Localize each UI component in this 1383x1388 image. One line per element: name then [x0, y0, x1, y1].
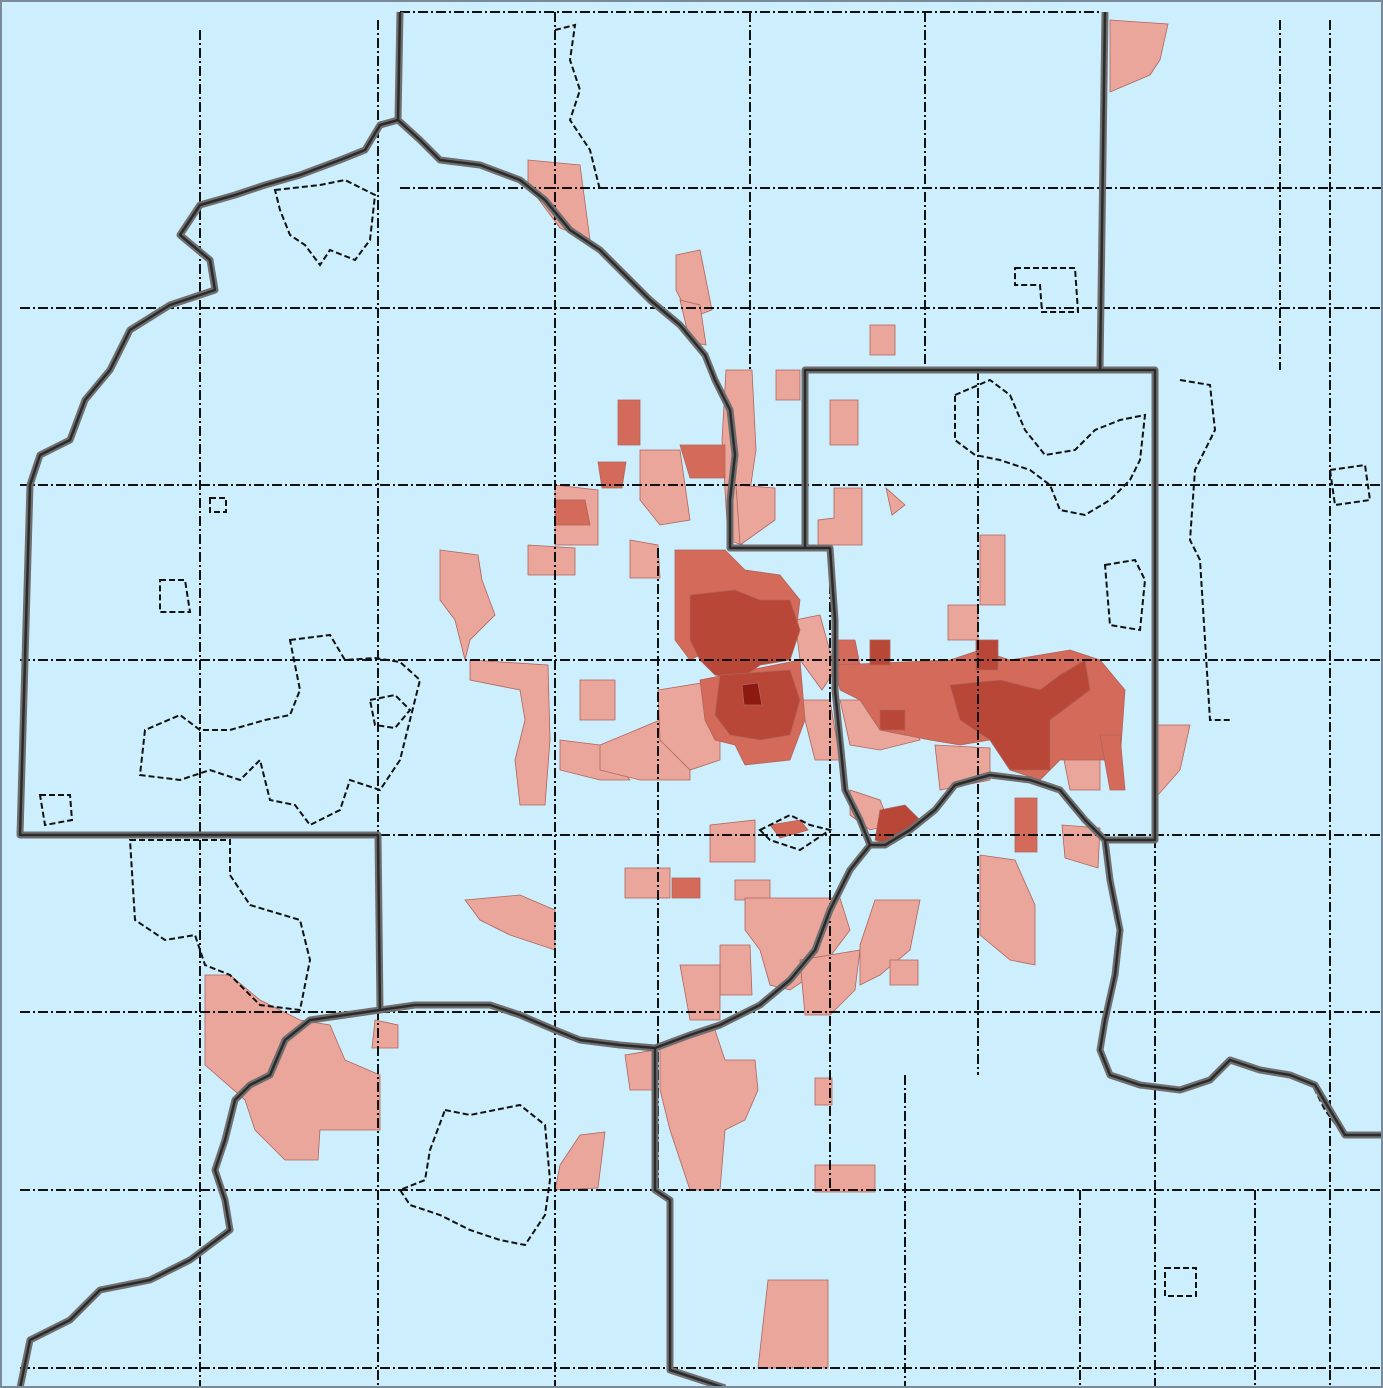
tract [679, 444, 726, 479]
tract [469, 659, 551, 806]
tracts-class-4 [741, 682, 763, 706]
tract [979, 534, 1006, 606]
tract [979, 854, 1036, 966]
tract [639, 449, 691, 526]
tract [869, 639, 891, 666]
tract [879, 709, 906, 731]
tract [885, 486, 906, 516]
tract [775, 369, 801, 401]
tract [1014, 797, 1038, 853]
tract [741, 682, 763, 706]
tract [794, 614, 836, 691]
tract [527, 544, 576, 576]
tract [679, 964, 721, 1021]
tract [719, 944, 753, 996]
tract [814, 1164, 876, 1193]
tract [371, 1019, 399, 1049]
tract [709, 819, 756, 863]
tract [617, 399, 641, 446]
tract [597, 461, 627, 489]
tract [624, 867, 671, 899]
tract [947, 604, 979, 641]
tract [624, 1049, 656, 1091]
county-boundaries-core [18, 11, 1383, 1388]
municipal-boundaries [38, 23, 1372, 1297]
tract [439, 549, 496, 661]
tract [659, 1029, 759, 1191]
tract [949, 659, 1091, 771]
tracts-class-1 [204, 19, 1191, 1369]
tract [829, 399, 859, 446]
tract [769, 819, 809, 839]
tract [579, 679, 616, 721]
tract [757, 1279, 829, 1369]
tract [671, 877, 701, 899]
tract [735, 484, 776, 546]
tract [554, 499, 591, 526]
tract [629, 539, 661, 579]
tract [1099, 734, 1126, 791]
tract [1109, 19, 1169, 93]
tract [869, 324, 896, 356]
tract [889, 959, 919, 986]
tract [975, 639, 999, 671]
tract [859, 899, 921, 986]
tract [814, 1077, 833, 1106]
tracts-class-3 [689, 589, 1091, 846]
tract [689, 589, 801, 681]
tract [734, 879, 771, 901]
